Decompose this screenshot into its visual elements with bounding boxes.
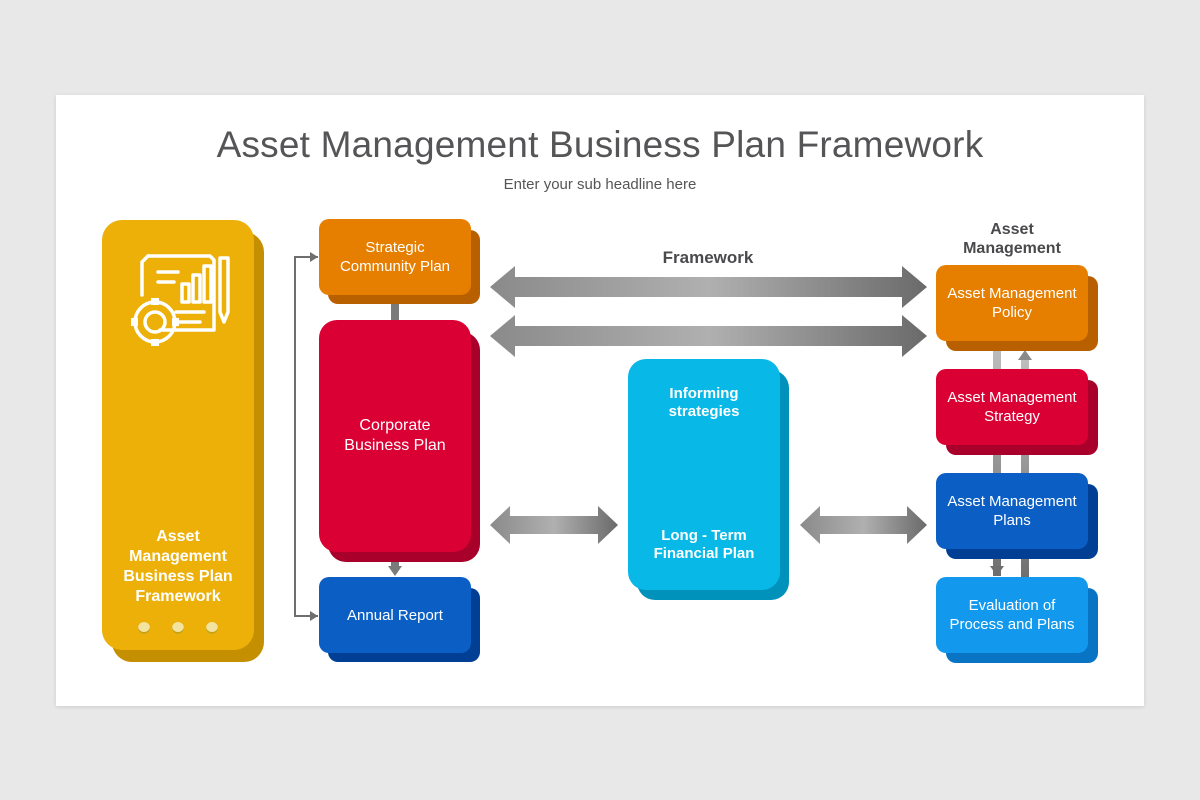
asset-management-strategy-label: Asset Management Strategy (947, 389, 1077, 425)
corporate-business-plan-label: Corporate Business Plan (344, 417, 446, 454)
annual-report-label: Annual Report (347, 606, 443, 624)
asset-management-policy-box: Asset Management Policy (936, 265, 1088, 341)
framework-arrow-top (490, 266, 927, 308)
panel-dot-1 (138, 622, 150, 634)
page-subtitle: Enter your sub headline here (503, 176, 697, 193)
asset-management-heading: Asset Management (963, 221, 1061, 257)
asset-management-policy-label: Asset Management Policy (947, 285, 1077, 321)
asset-management-plans-box: Asset Management Plans (936, 473, 1088, 549)
framework-label: Framework (662, 248, 754, 267)
double-arrow-right (800, 506, 927, 544)
panel-dot-2 (172, 622, 184, 634)
framework-arrow-bottom (490, 315, 927, 357)
panel-dot-3 (206, 622, 218, 634)
informing-strategies-label: Informing strategies (668, 385, 740, 420)
evaluation-box: Evaluation of Process and Plans (936, 577, 1088, 653)
left-panel-label: Asset Management Business Plan Framework (123, 528, 233, 605)
bracket-connector (294, 256, 318, 617)
asset-management-strategy-box: Asset Management Strategy (936, 369, 1088, 445)
center-box (628, 359, 780, 590)
asset-management-plans-label: Asset Management Plans (947, 493, 1077, 529)
evaluation-label: Evaluation of Process and Plans (949, 597, 1075, 633)
page-title: Asset Management Business Plan Framework (216, 124, 984, 165)
strategic-community-plan-label: Strategic Community Plan (339, 239, 451, 275)
corporate-business-plan-box: Corporate Business Plan (319, 320, 471, 552)
long-term-financial-plan-label: Long - Term Financial Plan (653, 527, 755, 562)
strategic-community-plan-box: Strategic Community Plan (319, 219, 471, 295)
double-arrow-left (490, 506, 618, 544)
annual-report-box: Annual Report (319, 577, 471, 653)
